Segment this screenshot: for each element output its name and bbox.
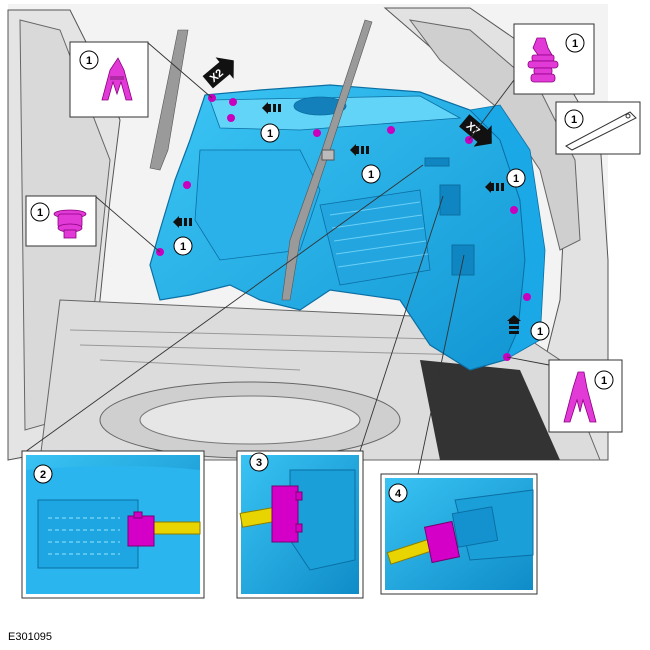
panel-cup-recess <box>293 96 347 116</box>
part-panel-clip-c: 1 <box>513 23 595 95</box>
panel-lower-bin <box>194 149 321 261</box>
arrow-left-icon <box>350 144 369 156</box>
svg-text:1: 1 <box>180 241 186 253</box>
detail-label: 4 <box>395 488 402 500</box>
connector-body <box>451 506 499 548</box>
part-callout-label: 1 <box>571 114 577 126</box>
detail-view-4: 4 <box>380 473 538 595</box>
callout-marker: 1 <box>506 168 526 188</box>
fir-tree-clip-icon <box>527 37 559 83</box>
fastener-dot <box>183 181 191 189</box>
arrow-up-icon <box>507 315 521 334</box>
leader-lines <box>24 41 550 475</box>
multiplier-arrow-x2: X2 <box>202 57 234 89</box>
scene-callouts: 1 1 1 1 1 <box>173 123 550 341</box>
svg-text:1: 1 <box>368 169 374 181</box>
part-callout-label: 1 <box>86 55 92 67</box>
floor-ribs <box>69 329 481 371</box>
direction-arrows <box>173 102 521 334</box>
fastener-dot <box>313 129 321 137</box>
figure-reference: E301095 <box>8 631 52 643</box>
wire-clip-icon <box>563 371 597 423</box>
fastener-dot <box>387 126 395 134</box>
push-pin-icon <box>53 209 87 239</box>
fastener-markers <box>156 94 531 361</box>
detail-view-3: 3 <box>236 450 364 599</box>
harness-connector <box>423 520 461 564</box>
harness-connector <box>127 515 155 547</box>
arrow-left-icon <box>485 181 504 193</box>
trim-tool-icon <box>565 111 637 151</box>
connector-housing <box>37 499 139 569</box>
detail-view-2: 2 <box>21 450 205 599</box>
detail-label: 2 <box>40 469 46 481</box>
part-callout-label: 1 <box>37 207 43 219</box>
right-quarter-window <box>408 19 581 251</box>
part-panel-clip-d: 1 <box>548 359 623 433</box>
arrow-left-icon <box>262 102 281 114</box>
detail-label: 3 <box>256 457 262 469</box>
panel-vent <box>424 157 450 167</box>
spring-clip-icon <box>101 57 133 101</box>
multiplier-arrow-x7: X7 <box>459 114 492 147</box>
fastener-dot <box>523 293 531 301</box>
harness-connector <box>271 485 299 543</box>
callout-marker: 1 <box>173 236 193 256</box>
fastener-dot <box>227 114 235 122</box>
svg-text:1: 1 <box>267 128 273 140</box>
callout-marker: 1 <box>530 321 550 341</box>
part-panel-clip-a: 1 <box>69 41 149 118</box>
part-callout-label: 1 <box>572 38 578 50</box>
fastener-dot <box>229 98 237 106</box>
seat-belt-left <box>149 29 189 171</box>
fastener-dot <box>510 206 518 214</box>
callout-marker: 1 <box>361 164 381 184</box>
part-panel-clip-b: 1 <box>25 195 97 247</box>
part-callout-label: 1 <box>601 375 607 387</box>
seat-belt-buckle <box>321 149 335 161</box>
part-panel-trim-tool: 1 <box>555 101 641 155</box>
svg-text:1: 1 <box>513 173 519 185</box>
seat-belt-center <box>281 19 373 301</box>
rear-floor-shadow <box>420 360 560 460</box>
panel-speaker-grille <box>319 189 431 286</box>
panel-switch-upper <box>439 184 461 216</box>
arrow-left-icon <box>173 216 192 228</box>
svg-text:1: 1 <box>537 326 543 338</box>
callout-marker: 1 <box>260 123 280 143</box>
